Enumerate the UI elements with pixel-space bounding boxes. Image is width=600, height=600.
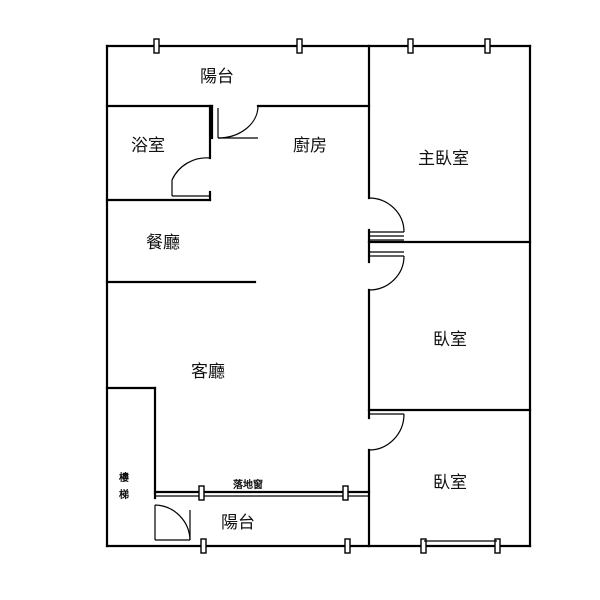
room-labels: 陽台 浴室 廚房 主臥室 餐廳 客廳 臥室 臥室 陽台 樓 梯 落地窗 [119, 67, 469, 533]
label-floor-window: 落地窗 [233, 478, 263, 491]
label-living-room: 客廳 [191, 362, 225, 382]
outer-walls [105, 44, 532, 548]
label-kitchen: 廚房 [293, 135, 327, 156]
label-bedroom-middle: 臥室 [433, 330, 467, 350]
window-markers [153, 38, 501, 554]
label-balcony-top: 陽台 [200, 67, 234, 87]
label-stair-2: 梯 [119, 488, 129, 501]
doors [154, 105, 405, 541]
interior-walls [105, 44, 532, 548]
label-dining-room: 餐廳 [146, 233, 180, 253]
label-bathroom: 浴室 [131, 136, 165, 156]
label-balcony-bottom: 陽台 [221, 513, 255, 533]
label-stair-1: 樓 [119, 471, 129, 484]
label-master-bedroom: 主臥室 [418, 149, 469, 169]
label-bedroom-bottom: 臥室 [433, 473, 467, 493]
